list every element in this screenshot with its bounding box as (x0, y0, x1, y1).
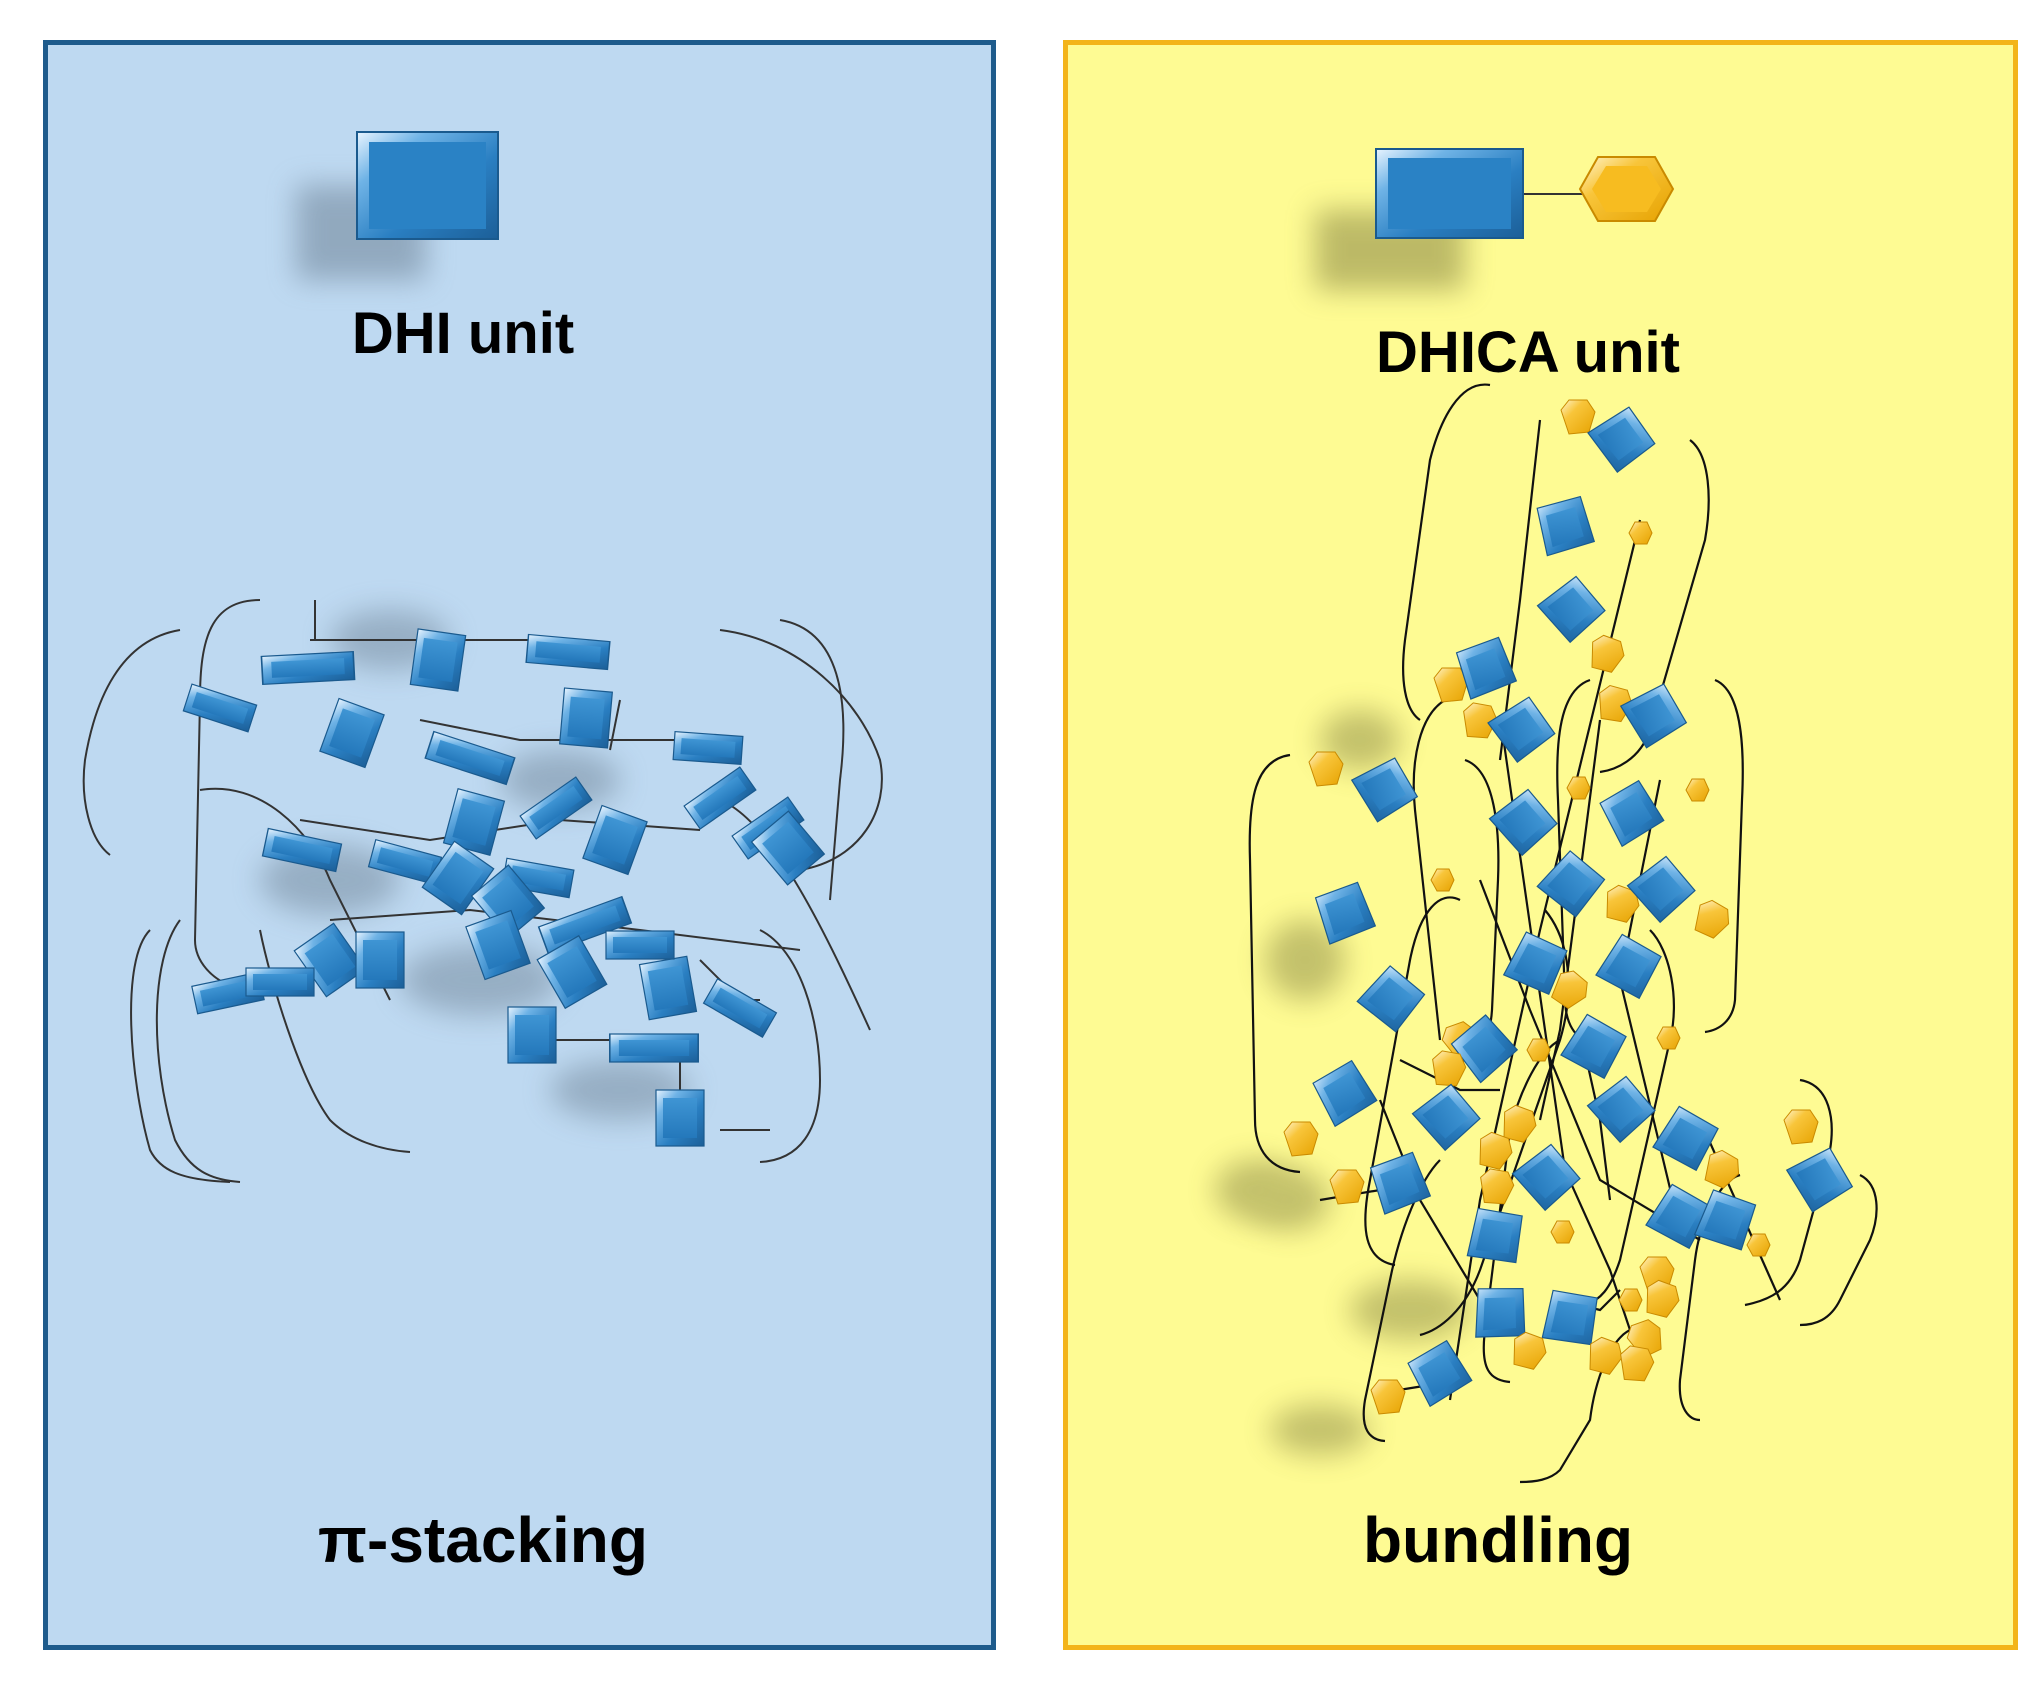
dhica-panel (1063, 40, 2018, 1650)
pi-stacking-label: π-stacking (318, 1504, 648, 1576)
dhi-unit-label: DHI unit (351, 301, 575, 366)
dhi-panel (43, 40, 996, 1650)
dhica-unit-label: DHICA unit (1376, 320, 1680, 385)
bundling-label: bundling (1362, 1504, 1634, 1576)
